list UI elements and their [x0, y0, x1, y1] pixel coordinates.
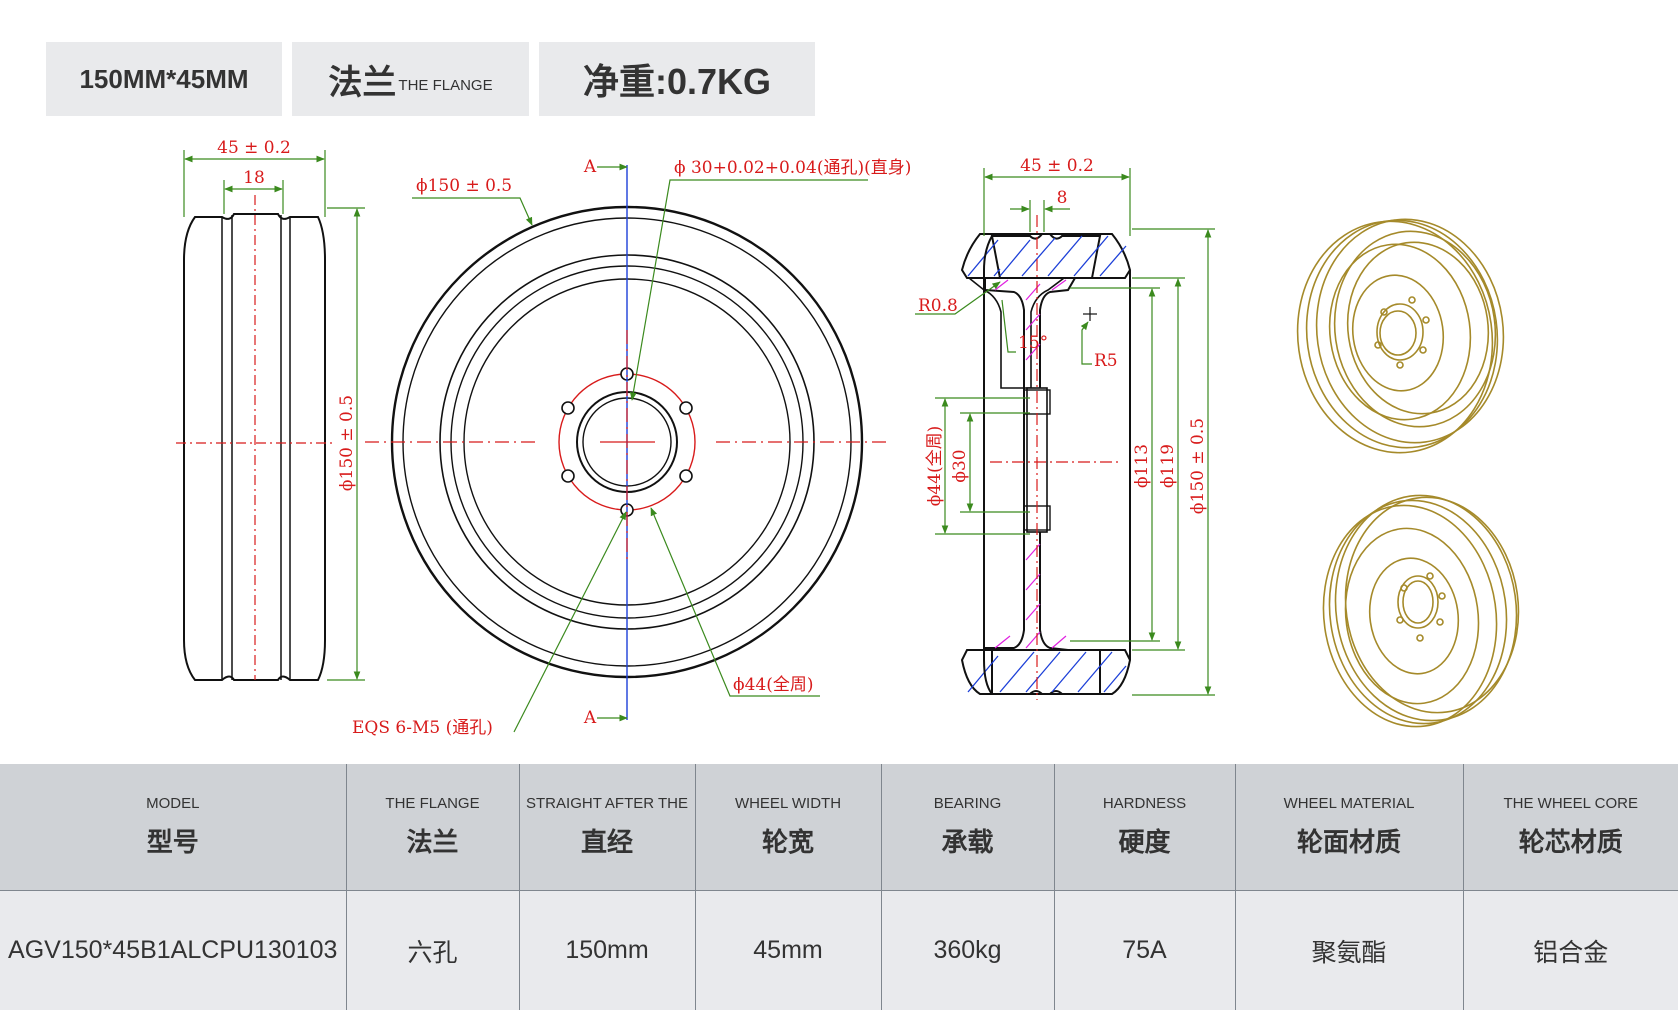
side-groove-label: 18 — [243, 168, 265, 188]
header-diameter: STRAIGHT AFTER THE 直经 — [519, 764, 696, 891]
flange-tag-cn: 法兰 — [328, 63, 397, 102]
section-view — [960, 233, 1132, 695]
header-en: STRAIGHT AFTER THE — [526, 795, 688, 812]
header-en: HARDNESS — [1102, 795, 1187, 812]
front-leaders — [412, 163, 868, 733]
side-diameter-label: ϕ150 ± 0.5 — [337, 395, 357, 491]
section-a-top-label: A — [583, 157, 597, 177]
header-cn: 型号 — [146, 827, 199, 857]
header-en: WHEEL WIDTH — [734, 795, 842, 812]
table-row: AGV150*45B1ALCPU130103 六孔 150mm 45mm 360… — [0, 890, 1678, 1010]
side-view — [183, 213, 326, 681]
cell-hardness: 75A — [1054, 890, 1236, 1010]
d30-label: ϕ30 — [950, 449, 970, 482]
section-dimensions — [915, 168, 1215, 696]
cell-flange: 六孔 — [346, 890, 520, 1010]
header-cn: 直经 — [580, 827, 633, 857]
cell-core-material: 铝合金 — [1463, 890, 1678, 1010]
r08-label: R0.8 — [918, 296, 958, 316]
angle-label: 15° — [1018, 333, 1048, 353]
weight-tag: 净重:0.7KG — [539, 42, 815, 116]
bolt-label: EQS 6-M5 (通孔) — [352, 718, 493, 738]
d119-label: ϕ119 — [1158, 444, 1178, 488]
size-tag: 150MM*45MM — [46, 42, 282, 116]
section-a-bottom-label: A — [583, 708, 597, 728]
spec-table: MODEL 型号 THE FLANGE 法兰 STRAIGHT AFTER THE 直… — [0, 764, 1678, 1010]
section-web-label: 8 — [1057, 188, 1068, 208]
header-cn: 法兰 — [406, 827, 459, 857]
technical-drawing: 45 ± 0.2 18 ϕ150 ± 0.5 A A ϕ150 ± 0.5 ϕ … — [176, 138, 1520, 738]
header-cn: 硬度 — [1118, 827, 1171, 857]
header-en: MODEL — [146, 795, 200, 812]
header-model: MODEL 型号 — [0, 764, 347, 891]
header-cn: 轮宽 — [761, 827, 814, 857]
header-en: WHEEL MATERIAL — [1283, 795, 1415, 812]
r5-label: R5 — [1094, 351, 1118, 371]
center-hole-label: ϕ 30+0.02+0.04(通孔)(直身) — [674, 158, 911, 178]
header-width: WHEEL WIDTH 轮宽 — [695, 764, 882, 891]
size-tag-text: 150MM*45MM — [79, 63, 249, 94]
section-width-label: 45 ± 0.2 — [1020, 156, 1094, 176]
d150-label: ϕ150 ± 0.5 — [1188, 418, 1208, 514]
pcd-label: ϕ44(全周) — [733, 675, 813, 695]
side-width-label: 45 ± 0.2 — [217, 138, 291, 158]
side-dimensions — [183, 150, 365, 681]
wheel-3d-top — [1296, 218, 1505, 454]
header-cn: 轮面材质 — [1296, 827, 1401, 857]
flange-tag-en: THE FLANGE — [398, 77, 493, 94]
header-core-material: THE WHEEL CORE 轮芯材质 — [1463, 764, 1678, 891]
cell-model: AGV150*45B1ALCPU130103 — [0, 890, 347, 1010]
cell-wheel-material: 聚氨酯 — [1235, 890, 1464, 1010]
header-cn: 承载 — [941, 827, 994, 857]
weight-tag-text: 净重:0.7KG — [582, 61, 772, 102]
header-bearing: BEARING 承载 — [881, 764, 1055, 891]
table-header-row: MODEL 型号 THE FLANGE 法兰 STRAIGHT AFTER THE 直… — [0, 764, 1678, 891]
header-en: BEARING — [933, 795, 1002, 812]
header-en: THE WHEEL CORE — [1503, 795, 1638, 812]
header-cn: 轮芯材质 — [1518, 827, 1623, 857]
d113-label: ϕ113 — [1132, 444, 1152, 488]
header-en: THE FLANGE — [385, 795, 480, 812]
front-diameter-label: ϕ150 ± 0.5 — [416, 176, 512, 196]
d44-label: ϕ44(全周) — [925, 426, 945, 506]
cell-width: 45mm — [695, 890, 882, 1010]
cell-diameter: 150mm — [519, 890, 696, 1010]
cell-bearing: 360kg — [881, 890, 1055, 1010]
header-hardness: HARDNESS 硬度 — [1054, 764, 1236, 891]
header-wheel-material: WHEEL MATERIAL 轮面材质 — [1235, 764, 1464, 891]
wheel-3d-bottom — [1322, 494, 1520, 728]
header-flange: THE FLANGE 法兰 — [346, 764, 520, 891]
